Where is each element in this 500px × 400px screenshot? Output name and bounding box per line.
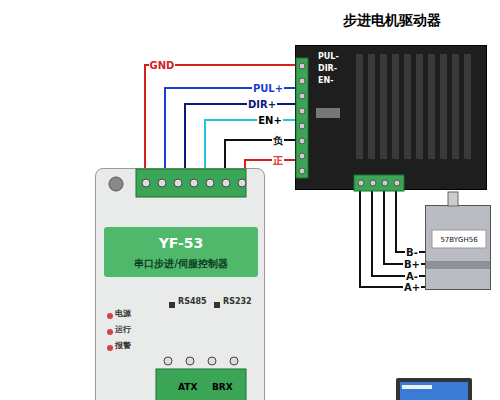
terminal-screw: [238, 179, 246, 187]
heatsink-fin: [416, 54, 423, 159]
wire: [384, 190, 425, 264]
terminal-screw: [299, 138, 305, 144]
terminal-screw: [370, 180, 376, 186]
wire-label: 负: [272, 135, 284, 146]
heatsink-fin: [404, 54, 411, 159]
wire: [165, 88, 295, 168]
wire-label: A-: [405, 271, 419, 282]
heatsink-fin: [380, 54, 387, 159]
terminal-screw: [299, 168, 305, 174]
stepper-motor-outline: [426, 206, 490, 289]
wire-label: PUL+: [252, 83, 284, 94]
wire: [245, 160, 295, 168]
controller-housing-outline: [96, 169, 264, 400]
wire-label: 正: [272, 155, 284, 166]
heatsink-fin: [452, 54, 459, 159]
terminal-screw: [299, 93, 305, 99]
wire: [360, 190, 425, 287]
terminal-screw: [358, 180, 364, 186]
laptop-window: [402, 385, 432, 389]
wire: [225, 140, 295, 168]
status-led: [107, 345, 113, 351]
controller-subtitle: 串口步进/伺服控制器: [134, 258, 228, 270]
terminal-screw: [382, 180, 388, 186]
mounting-hole: [109, 177, 123, 191]
heatsink-fin: [356, 54, 363, 159]
status-led: [107, 313, 113, 319]
terminal-screw: [158, 179, 166, 187]
terminal-screw: [186, 357, 194, 365]
wire: [372, 190, 425, 276]
comm-terminal-block: [156, 369, 246, 400]
terminal-screw: [299, 63, 305, 69]
heatsink-fin: [368, 54, 375, 159]
motor-nameplate: [432, 230, 486, 248]
wire-label: DIR+: [247, 99, 277, 110]
pin-label: PUL-: [318, 53, 339, 62]
terminal-screw: [208, 357, 216, 365]
wire: [396, 190, 425, 252]
output-terminal-block: [354, 175, 404, 191]
laptop-frame: [396, 378, 472, 400]
terminal-screw: [299, 108, 305, 114]
laptop-screen: [400, 382, 468, 400]
wire-label: GND: [149, 60, 176, 71]
terminal-screw: [394, 180, 400, 186]
terminal-screw: [190, 179, 198, 187]
controller-housing: YF-53 串口步进/伺服控制器: [95, 168, 265, 400]
motor-band: [426, 261, 490, 269]
wire-label: B-: [405, 247, 419, 258]
wire: [145, 65, 295, 168]
controller-model: YF-53: [159, 235, 204, 251]
terminal-screw: [174, 179, 182, 187]
heatsink-fin: [440, 54, 447, 159]
pin-label: EN-: [318, 77, 333, 86]
driver-heading: 步进电机驱动器: [343, 12, 441, 28]
terminal-screw: [299, 123, 305, 129]
wire: [185, 104, 295, 168]
heatsink-fin: [428, 54, 435, 159]
checkbox: [214, 302, 220, 308]
wire-label: B+: [403, 259, 421, 270]
terminal-screw: [222, 179, 230, 187]
heatsink-fin: [392, 54, 399, 159]
checkbox: [169, 302, 175, 308]
wire: [205, 120, 295, 168]
terminal-label: BRX: [212, 383, 233, 393]
terminal-screw: [299, 78, 305, 84]
stepper-motor: 57BYGH56: [425, 205, 491, 290]
dip-switch: [316, 108, 340, 118]
wire-label: A+: [403, 282, 421, 293]
terminal-screw: [230, 357, 238, 365]
input-terminal-block: [296, 58, 308, 178]
motor-model: 57BYGH56: [440, 236, 477, 244]
led-label: 运行: [115, 326, 131, 335]
heatsink-fin: [464, 54, 471, 159]
wire-label: EN+: [257, 115, 283, 126]
pin-label: DIR-: [318, 65, 337, 74]
terminal-screw: [299, 153, 305, 159]
terminal-screw: [142, 179, 150, 187]
input-terminal-block: [136, 169, 246, 197]
led-label: 报警: [115, 342, 131, 351]
terminal-screw: [206, 179, 214, 187]
led-label: 电源: [115, 310, 131, 319]
motor-shaft: [448, 192, 458, 206]
status-led: [107, 329, 113, 335]
terminal-label: ATX: [178, 383, 197, 393]
terminal-screw: [164, 357, 172, 365]
label-panel: [104, 227, 258, 277]
port-label: RS232: [223, 298, 252, 307]
port-label: RS485: [178, 298, 207, 307]
